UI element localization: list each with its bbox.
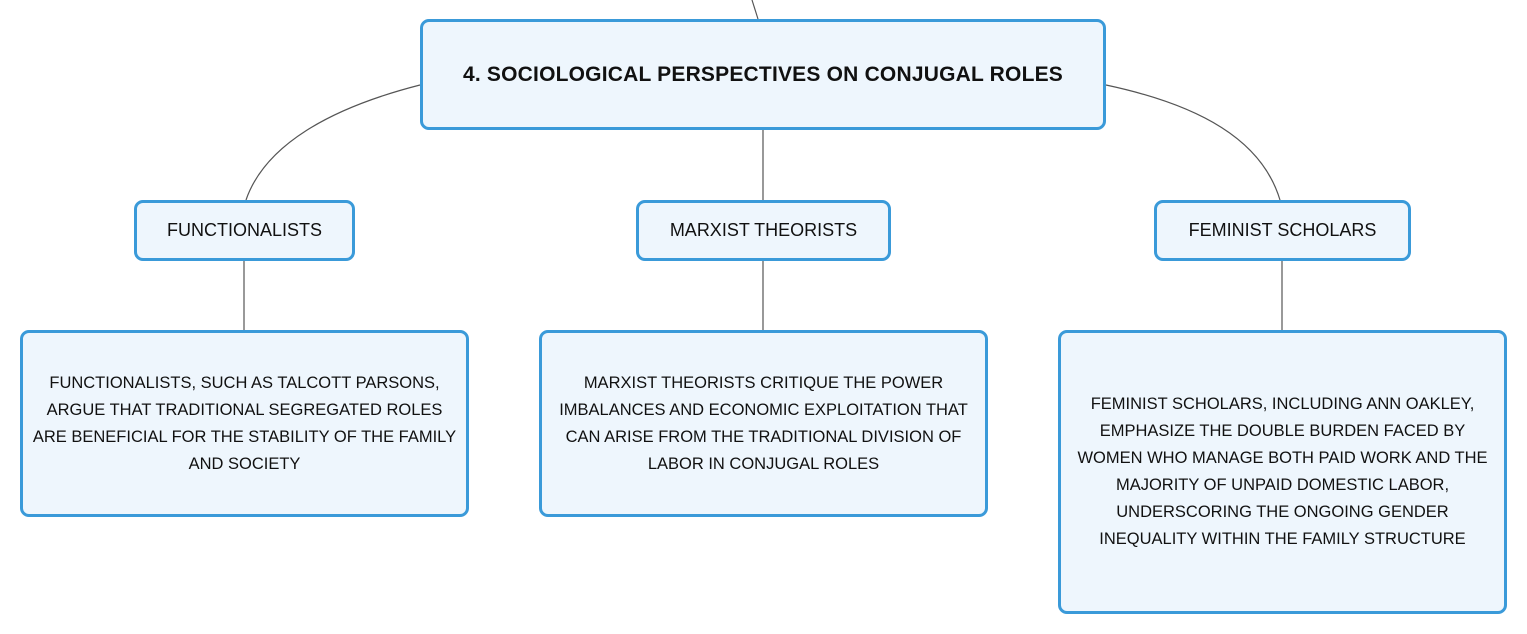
connector-parent-to-root: [751, 0, 759, 20]
branch-label-marxist-theorists: MARXIST THEORISTS: [669, 220, 858, 240]
detail-node-feminist-scholars[interactable]: FEMINIST SCHOLARS, INCLUDING ANN OAKLEY,…: [1058, 330, 1507, 614]
connector-root-to-functionalists: [245, 84, 421, 201]
root-topic-node[interactable]: 4. SOCIOLOGICAL PERSPECTIVES ON CONJUGAL…: [420, 19, 1106, 130]
detail-text-marxist-theorists: MARXIST THEORISTS CRITIQUE THE POWER IMB…: [559, 373, 968, 473]
root-topic-title: 4. SOCIOLOGICAL PERSPECTIVES ON CONJUGAL…: [462, 62, 1064, 86]
detail-text-functionalists: FUNCTIONALISTS, SUCH AS TALCOTT PARSONS,…: [32, 373, 457, 473]
connector-root-to-feminist: [1105, 84, 1281, 201]
branch-node-functionalists[interactable]: FUNCTIONALISTS: [134, 200, 355, 261]
detail-text-feminist-scholars: FEMINIST SCHOLARS, INCLUDING ANN OAKLEY,…: [1077, 395, 1488, 548]
branch-node-feminist-scholars[interactable]: FEMINIST SCHOLARS: [1154, 200, 1411, 261]
branch-label-functionalists: FUNCTIONALISTS: [166, 220, 322, 240]
detail-node-marxist-theorists[interactable]: MARXIST THEORISTS CRITIQUE THE POWER IMB…: [539, 330, 988, 517]
branch-node-marxist-theorists[interactable]: MARXIST THEORISTS: [636, 200, 891, 261]
detail-node-functionalists[interactable]: FUNCTIONALISTS, SUCH AS TALCOTT PARSONS,…: [20, 330, 469, 517]
branch-label-feminist-scholars: FEMINIST SCHOLARS: [1188, 220, 1377, 240]
